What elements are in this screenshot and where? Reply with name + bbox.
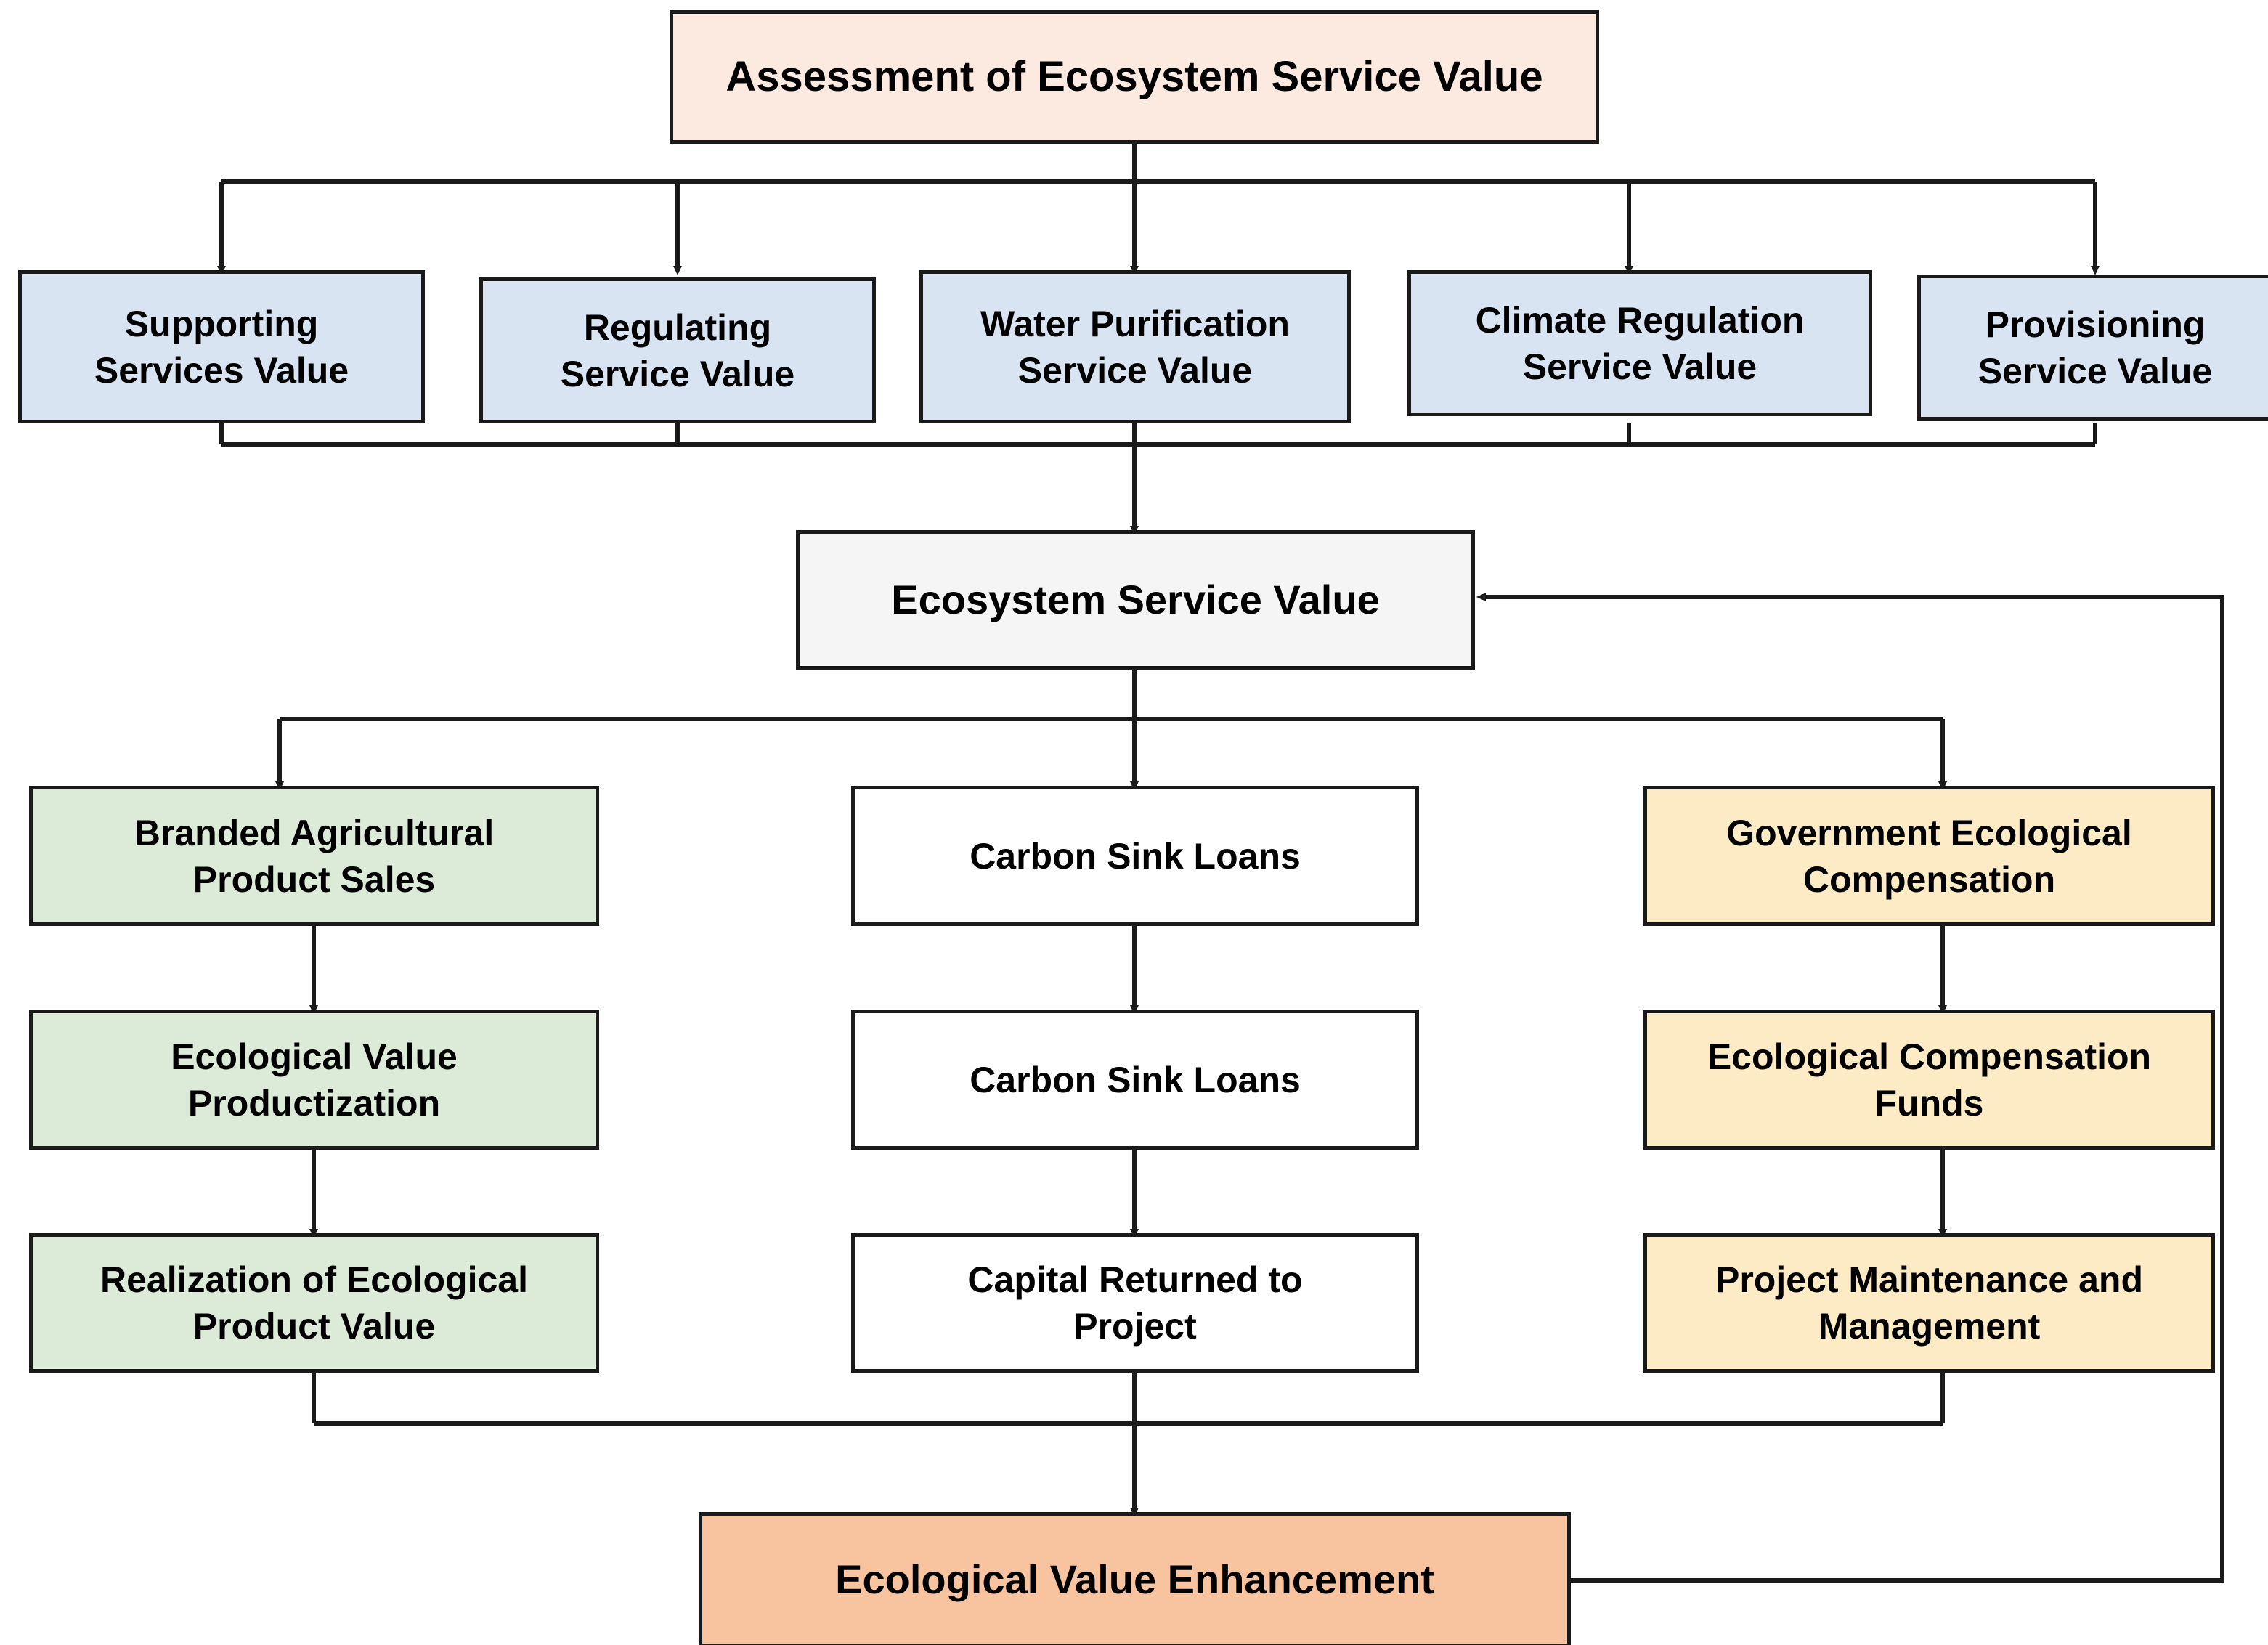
node-carbon-sink-loans-2[interactable]: Carbon Sink Loans — [851, 1010, 1419, 1150]
node-branded-agricultural-product-sales[interactable]: Branded Agricultural Product Sales — [29, 786, 599, 926]
node-regulating-service-value[interactable]: Regulating Service Value — [479, 277, 876, 423]
edge-feedback-outcome-to-aggregate — [1476, 593, 2224, 1583]
node-label: Realization of Ecological Product Value — [100, 1259, 528, 1347]
node-label: Water Purification Service Value — [980, 303, 1290, 391]
node-assessment-of-ecosystem-service-value[interactable]: Assessment of Ecosystem Service Value — [670, 10, 1599, 144]
node-water-purification-service-value[interactable]: Water Purification Service Value — [919, 270, 1351, 423]
node-supporting-services-value[interactable]: Supporting Services Value — [18, 270, 425, 423]
node-capital-returned-to-project[interactable]: Capital Returned to Project — [851, 1233, 1419, 1373]
node-label: Ecosystem Service Value — [891, 577, 1380, 623]
node-label: Supporting Services Value — [94, 303, 349, 391]
node-label: Ecological Compensation Funds — [1707, 1036, 2152, 1124]
node-realization-of-ecological-product-value[interactable]: Realization of Ecological Product Value — [29, 1233, 599, 1373]
node-label: Capital Returned to Project — [967, 1259, 1303, 1347]
node-label: Provisioning Service Value — [1978, 304, 2213, 391]
node-label: Assessment of Ecosystem Service Value — [725, 52, 1543, 100]
node-ecological-value-productization[interactable]: Ecological Value Productization — [29, 1010, 599, 1150]
node-label: Climate Regulation Service Value — [1475, 299, 1805, 387]
node-ecological-compensation-funds[interactable]: Ecological Compensation Funds — [1643, 1010, 2215, 1150]
node-label: Ecological Value Enhancement — [835, 1556, 1434, 1603]
node-label: Branded Agricultural Product Sales — [134, 812, 495, 900]
node-project-maintenance-and-management[interactable]: Project Maintenance and Management — [1643, 1233, 2215, 1373]
node-provisioning-service-value[interactable]: Provisioning Service Value — [1917, 275, 2268, 421]
node-label: Carbon Sink Loans — [970, 1059, 1301, 1100]
node-label: Regulating Service Value — [560, 306, 795, 394]
node-carbon-sink-loans-1[interactable]: Carbon Sink Loans — [851, 786, 1419, 926]
node-label: Government Ecological Compensation — [1726, 812, 2132, 900]
node-label: Carbon Sink Loans — [970, 835, 1301, 877]
node-government-ecological-compensation[interactable]: Government Ecological Compensation — [1643, 786, 2215, 926]
node-ecosystem-service-value[interactable]: Ecosystem Service Value — [796, 530, 1475, 670]
node-label: Ecological Value Productization — [171, 1036, 458, 1124]
node-climate-regulation-service-value[interactable]: Climate Regulation Service Value — [1407, 270, 1872, 416]
node-label: Project Maintenance and Management — [1715, 1259, 2144, 1347]
node-ecological-value-enhancement[interactable]: Ecological Value Enhancement — [699, 1512, 1571, 1645]
